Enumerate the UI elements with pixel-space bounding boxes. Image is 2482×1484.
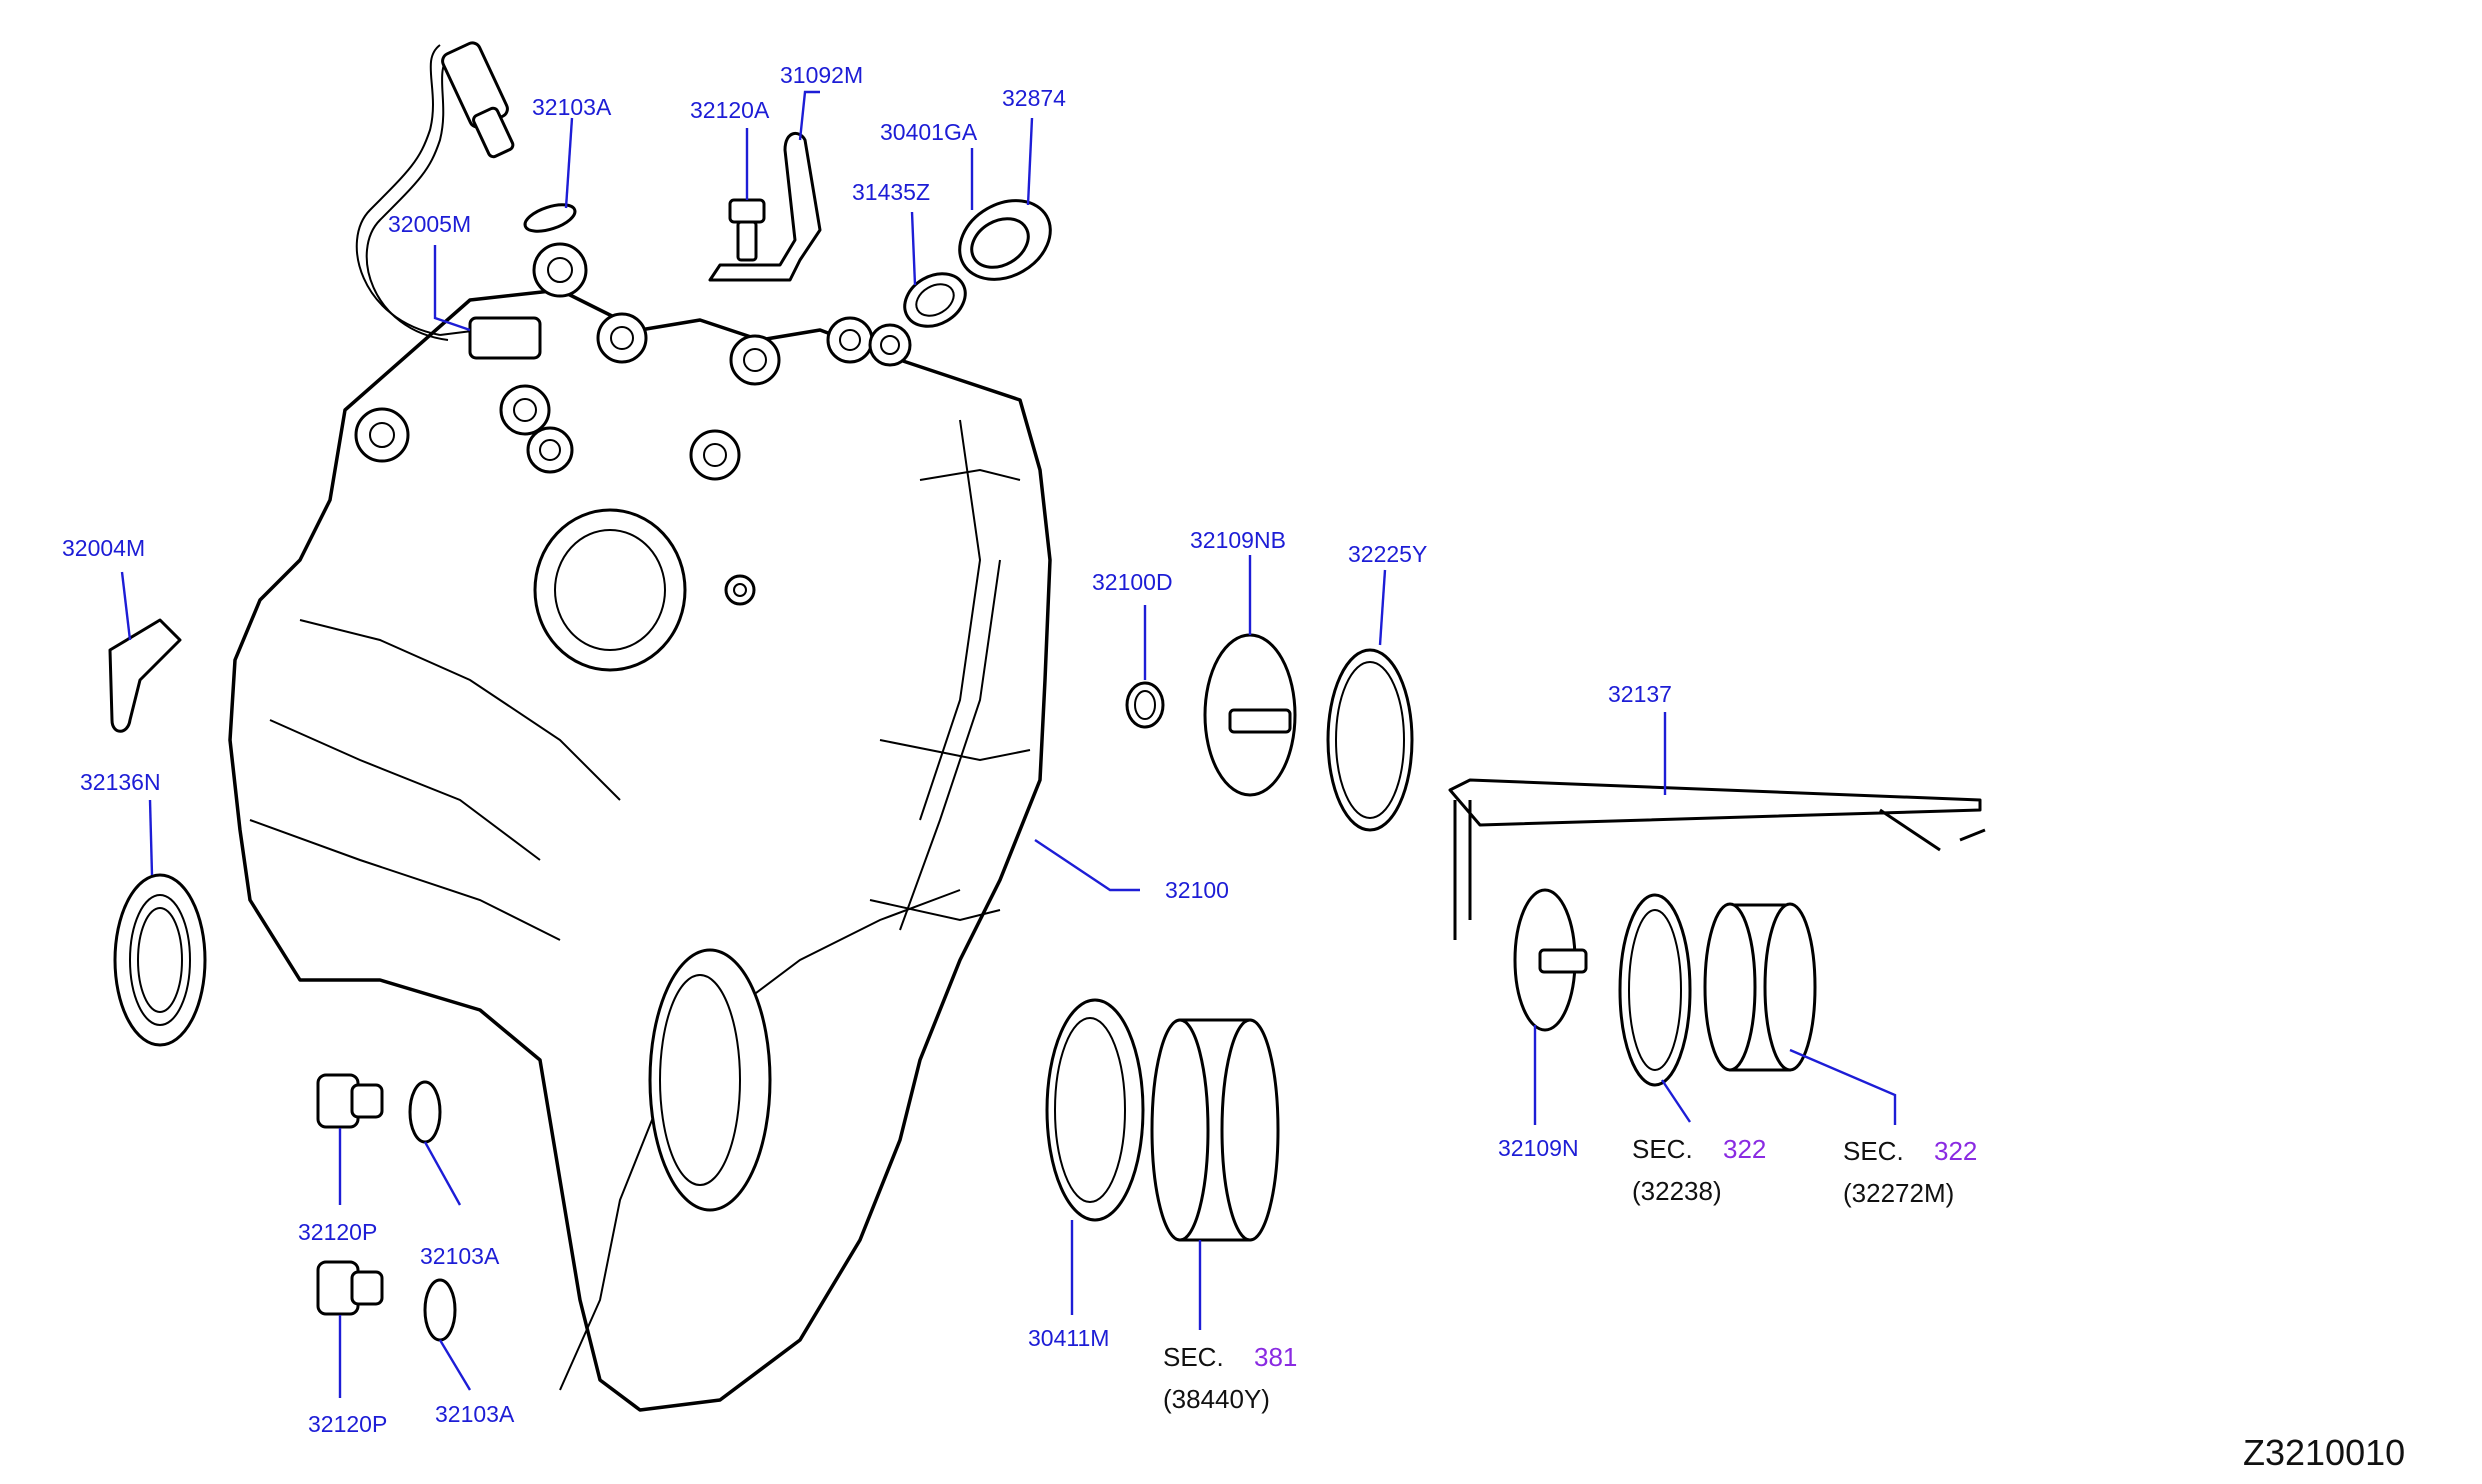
sec-label: SEC. xyxy=(1843,1136,1904,1166)
washer-b[interactable] xyxy=(423,1278,457,1342)
bracket-31092M[interactable] xyxy=(708,132,822,282)
section-ref-322-b[interactable]: SEC. 322 (32272M) xyxy=(1843,1136,1977,1208)
sec-label: SEC. xyxy=(1163,1342,1224,1372)
speed-sensor-harness[interactable] xyxy=(355,40,542,360)
sec-number[interactable]: 381 xyxy=(1254,1342,1297,1372)
oil-tube-32137[interactable] xyxy=(1448,778,1986,940)
label-32225Y[interactable]: 32225Y xyxy=(1348,541,1427,567)
transmission-case-housing[interactable] xyxy=(228,242,1052,1412)
sec-code: (32272M) xyxy=(1843,1178,1954,1208)
diagram-reference-code: Z3210010 xyxy=(2243,1432,2405,1473)
label-32120P-b[interactable]: 32120P xyxy=(308,1411,387,1437)
sec-code: (32238) xyxy=(1632,1176,1722,1206)
label-32103A-top[interactable]: 32103A xyxy=(532,94,612,120)
sec-code: (38440Y) xyxy=(1163,1384,1270,1414)
bracket-32004M[interactable] xyxy=(108,618,182,733)
label-32103A-a[interactable]: 32103A xyxy=(420,1243,500,1269)
label-32120P-a[interactable]: 32120P xyxy=(298,1219,377,1245)
bearing-race-32272M[interactable] xyxy=(1703,902,1817,1072)
label-32100D[interactable]: 32100D xyxy=(1092,569,1173,595)
label-30401GA[interactable]: 30401GA xyxy=(880,119,978,145)
label-32136N[interactable]: 32136N xyxy=(80,769,161,795)
oil-seal-30401GA[interactable] xyxy=(945,185,1064,295)
bushing-32100D[interactable] xyxy=(1125,681,1165,729)
label-31092M[interactable]: 31092M xyxy=(780,62,863,88)
sec-number[interactable]: 322 xyxy=(1723,1134,1766,1164)
bolt-32120A[interactable] xyxy=(728,198,766,262)
label-32005M[interactable]: 32005M xyxy=(388,211,471,237)
label-32137[interactable]: 32137 xyxy=(1608,681,1672,707)
section-ref-322-a[interactable]: SEC. 322 (32238) xyxy=(1632,1134,1766,1206)
bearing-ring-32238[interactable] xyxy=(1618,893,1692,1087)
shim-30411M[interactable] xyxy=(1045,998,1145,1222)
label-32109NB[interactable]: 32109NB xyxy=(1190,527,1286,553)
label-32004M[interactable]: 32004M xyxy=(62,535,145,561)
oil-seal-32136N[interactable] xyxy=(113,873,207,1047)
label-32100[interactable]: 32100 xyxy=(1165,877,1229,903)
label-32120A[interactable]: 32120A xyxy=(690,97,770,123)
label-32109N[interactable]: 32109N xyxy=(1498,1135,1579,1161)
label-30411M[interactable]: 30411M xyxy=(1028,1325,1109,1351)
oil-gutter-32109N[interactable] xyxy=(1513,888,1588,1032)
label-32103A-b[interactable]: 32103A xyxy=(435,1401,515,1427)
bushing-31435Z[interactable] xyxy=(895,263,974,337)
drain-plug-a[interactable] xyxy=(316,1073,384,1129)
bearing-race-38440Y[interactable] xyxy=(1150,1018,1280,1242)
leader-lines xyxy=(120,90,1897,1398)
section-ref-381[interactable]: SEC. 381 (38440Y) xyxy=(1163,1342,1297,1414)
label-32874[interactable]: 32874 xyxy=(1002,85,1066,111)
washer-top[interactable] xyxy=(522,200,578,237)
shim-32225Y[interactable] xyxy=(1326,648,1414,832)
oil-gutter-32109NB[interactable] xyxy=(1203,633,1297,797)
sec-number[interactable]: 322 xyxy=(1934,1136,1977,1166)
sec-label: SEC. xyxy=(1632,1134,1693,1164)
part-labels: 32103A 32005M 32120A 31092M 30401GA 3287… xyxy=(62,62,1672,1437)
washer-a[interactable] xyxy=(408,1080,442,1144)
drain-plug-b[interactable] xyxy=(316,1260,384,1316)
label-31435Z[interactable]: 31435Z xyxy=(852,179,930,205)
